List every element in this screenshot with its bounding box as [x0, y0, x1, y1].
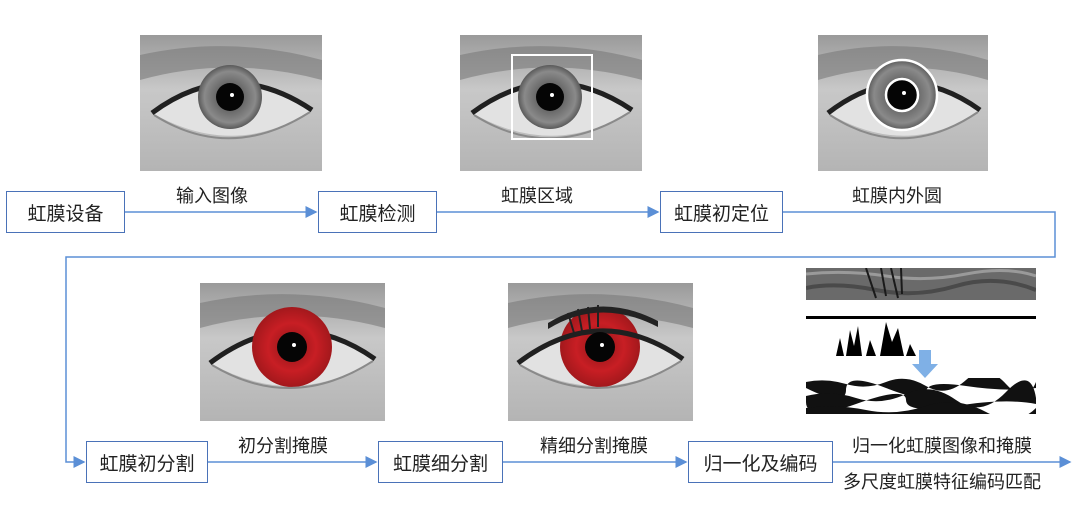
- iris-initial-location-box: 虹膜初定位: [660, 191, 783, 233]
- caption-normalized-line2: 多尺度虹膜特征编码匹配: [843, 472, 1041, 493]
- coarse-mask-image: [200, 283, 385, 421]
- caption-normalized-line1: 归一化虹膜图像和掩膜: [852, 436, 1032, 457]
- down-arrow-icon: [912, 350, 938, 382]
- normalized-iris-strip: [806, 268, 1036, 300]
- iris-detection-box: 虹膜检测: [318, 191, 437, 233]
- caption-coarse-mask: 初分割掩膜: [238, 436, 328, 457]
- normalized-mask-strip: [806, 316, 1036, 356]
- caption-iris-region: 虹膜区域: [501, 186, 573, 207]
- caption-inner-outer-circle: 虹膜内外圆: [852, 186, 942, 207]
- iris-region-image: [460, 35, 642, 171]
- caption-input-image: 输入图像: [176, 186, 248, 207]
- normalization-encoding-box: 归一化及编码: [688, 441, 833, 483]
- inner-outer-circle-image: [818, 35, 988, 171]
- input-eye-image: [140, 35, 322, 171]
- caption-fine-mask: 精细分割掩膜: [540, 436, 648, 457]
- iris-device-box: 虹膜设备: [6, 191, 125, 233]
- iris-code-strip: [806, 378, 1036, 414]
- fine-mask-image: [508, 283, 693, 421]
- iris-coarse-segmentation-box: 虹膜初分割: [86, 441, 208, 483]
- iris-fine-segmentation-box: 虹膜细分割: [378, 441, 503, 483]
